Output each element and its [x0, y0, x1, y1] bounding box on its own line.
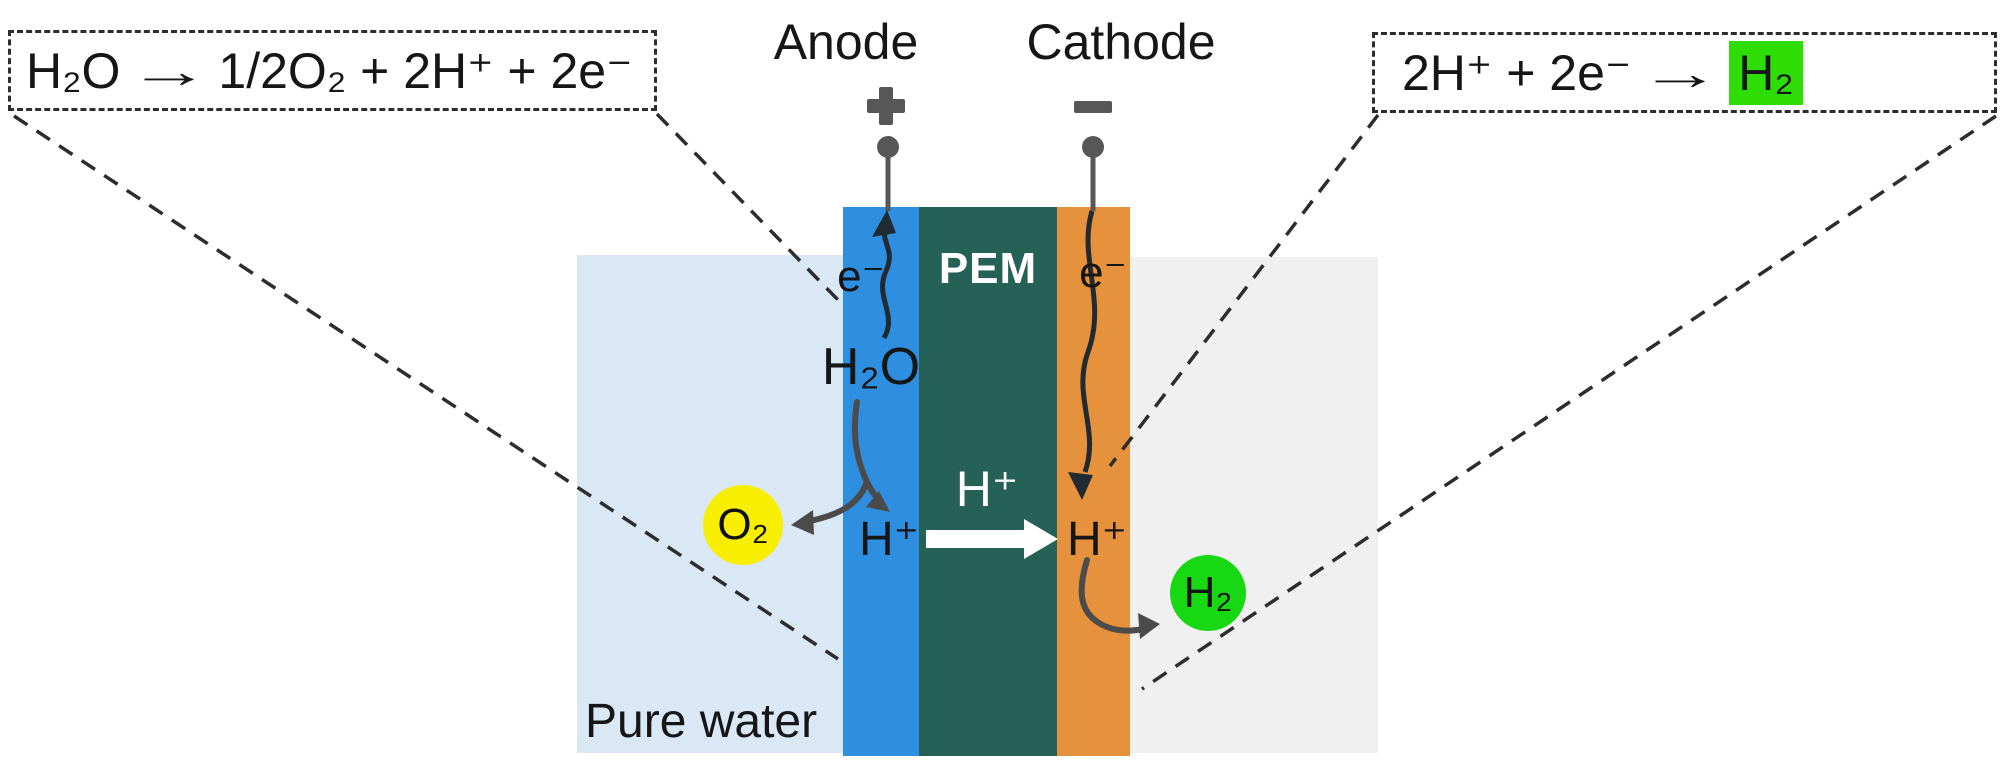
cathode-reaction-reactants: 2H⁺ + 2e⁻ — [1402, 44, 1632, 101]
water-to-oxygen-arrow — [807, 481, 869, 524]
proton-label-membrane: H⁺ — [955, 461, 1019, 517]
anode-plus-icon-vertical — [879, 87, 893, 125]
electrical-terminals — [867, 87, 1112, 211]
oxygen-bubble: O₂ — [703, 485, 783, 565]
pem-membrane-bar — [919, 207, 1057, 756]
cathode-electron-label: e⁻ — [1079, 248, 1127, 297]
cathode-reaction-product-highlighted: H₂ — [1729, 40, 1803, 105]
cathode-compartment — [1130, 257, 1378, 753]
right-callout-lower-connector-line — [1141, 114, 1997, 691]
proton-to-hydrogen-arrowhead — [1138, 613, 1160, 639]
left-callout-lower-connector-line — [13, 114, 839, 661]
proton-label-anode: H⁺ — [859, 513, 919, 566]
cathode-terminal-pin — [1082, 136, 1104, 158]
proton-transport-arrow — [926, 519, 1058, 559]
anode-terminal-pin — [877, 136, 899, 158]
pure-water-label: Pure water — [585, 695, 818, 748]
anode-electron-arrowhead — [872, 210, 896, 237]
anode-reaction-reactant: H₂O — [26, 42, 121, 99]
hydrogen-bubble: H₂ — [1170, 555, 1246, 631]
proton-label-cathode: H⁺ — [1067, 513, 1127, 566]
anode-electron-arrow — [880, 227, 892, 340]
cathode-reaction-callout: 2H⁺ + 2e⁻ → H₂ — [1372, 32, 1997, 113]
electron-flow-arrows — [872, 210, 1098, 500]
anode-label: Anode — [773, 14, 919, 70]
left-callout-upper-connector-line — [655, 112, 844, 306]
callout-connector-lines — [13, 112, 1997, 691]
anode-reaction-callout: H₂O → 1/2O₂ + 2H⁺ + 2e⁻ — [8, 30, 657, 111]
right-callout-upper-connector-line — [1108, 113, 1380, 468]
cathode-electron-arrowhead — [1068, 472, 1093, 500]
cathode-reaction-arrow: → — [1638, 46, 1722, 99]
anode-electron-label: e⁻ — [837, 252, 885, 301]
cathode-minus-icon — [1074, 101, 1112, 113]
anode-reaction-arrow: → — [128, 44, 211, 97]
anode-reaction-products: 1/2O₂ + 2H⁺ + 2e⁻ — [218, 42, 633, 99]
hydrogen-evolution-arrow — [1078, 557, 1160, 639]
anode-electrode-bar — [843, 207, 919, 756]
cathode-electron-arrow — [1080, 210, 1098, 473]
water-split-arrows — [791, 399, 890, 535]
water-to-oxygen-arrowhead — [791, 510, 814, 535]
proton-to-hydrogen-arrow — [1078, 557, 1146, 634]
cathode-label: Cathode — [1026, 14, 1216, 70]
water-molecule-label: H₂O — [821, 338, 921, 396]
pem-membrane-label: PEM — [938, 244, 1038, 293]
water-to-proton-arrowhead — [866, 491, 890, 512]
